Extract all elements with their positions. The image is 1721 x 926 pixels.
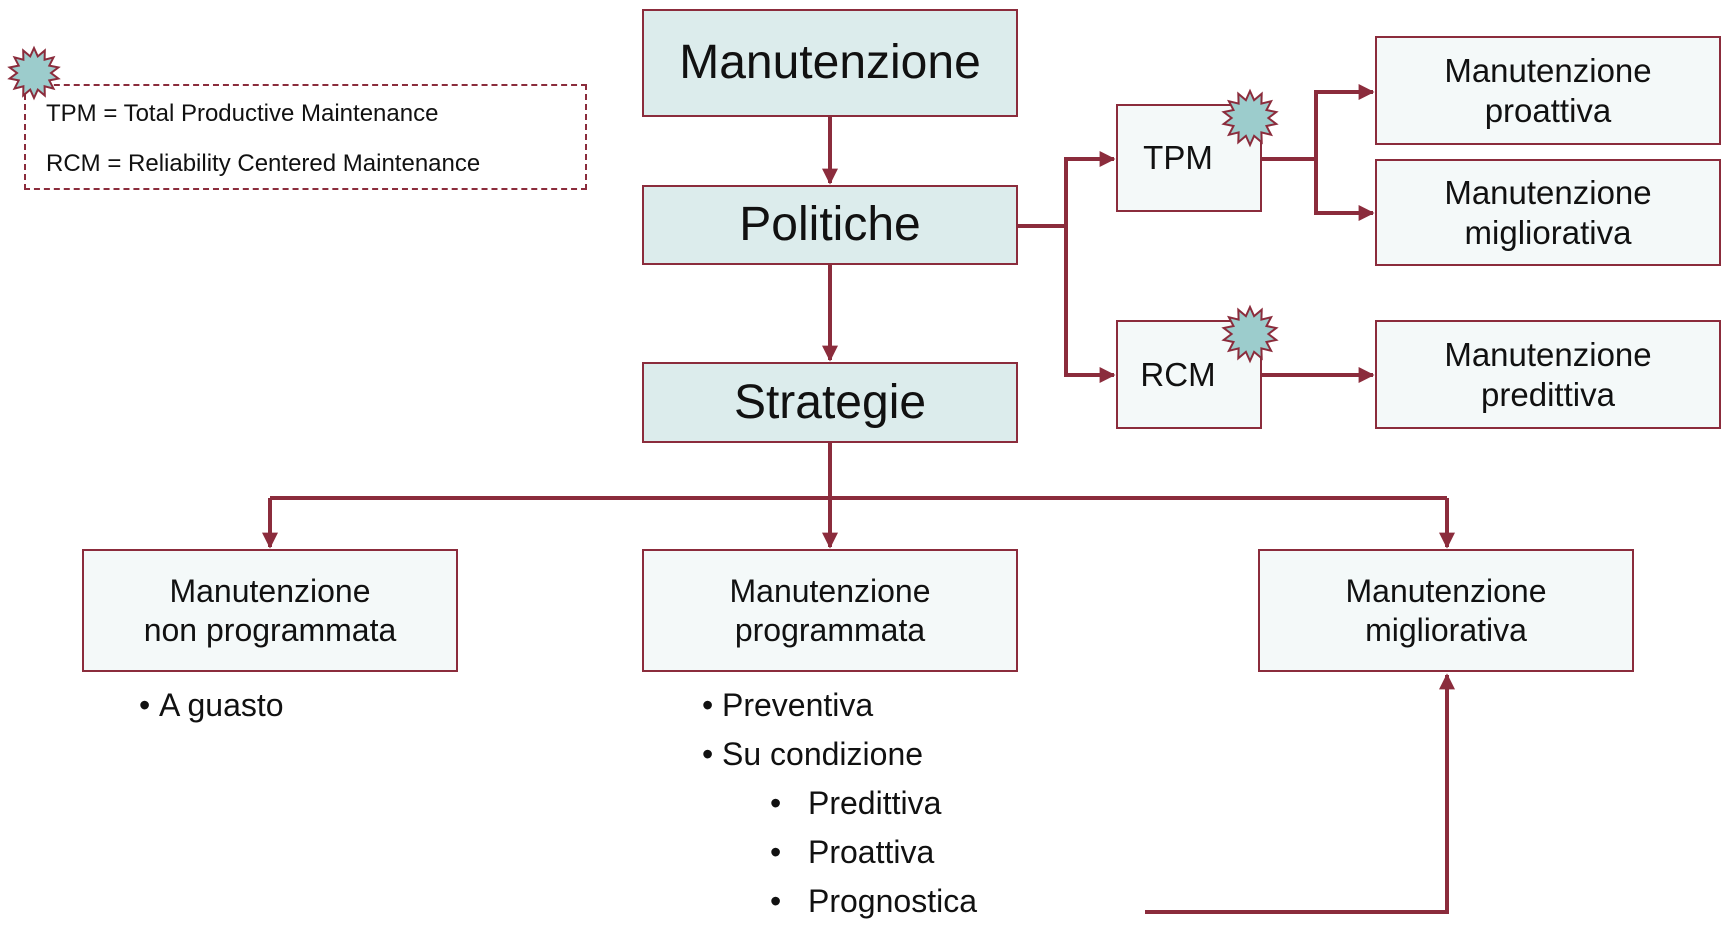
box-politiche: Politiche [642, 185, 1018, 265]
list-item-text: Su condizione [722, 736, 924, 772]
starburst-icon [1221, 304, 1279, 364]
box-non-programmata-label: Manutenzione non programmata [143, 573, 397, 648]
bullet-icon: • [702, 736, 714, 772]
list-item: •Su condizione [702, 730, 977, 779]
starburst-icon [7, 45, 61, 101]
list-item-text: Prognostica [808, 883, 977, 919]
starburst-icon [1221, 88, 1279, 148]
connector-to-tpm [1064, 151, 1116, 226]
connector-to-rcm [1064, 226, 1116, 383]
box-migliorativa-label: Manutenzione migliorativa [1345, 573, 1547, 648]
list-item-text: A guasto [159, 687, 284, 723]
box-strategie: Strategie [642, 362, 1018, 443]
box-programmata: Manutenzione programmata [642, 549, 1018, 672]
box-politiche-label: Politiche [739, 198, 921, 252]
box-manutenzione: Manutenzione [642, 9, 1018, 117]
box-predittiva-label: Manutenzione predittiva [1444, 335, 1652, 413]
list-item: • Proattiva [702, 828, 977, 877]
box-rcm-label: RCM [1140, 355, 1216, 393]
connector-to-migliorativa-tpm [1314, 159, 1375, 221]
box-migliorativa-tpm: Manutenzione migliorativa [1375, 159, 1721, 266]
legend-line-tpm: TPM = Total Productive Maintenance [46, 100, 439, 127]
bullet-icon: • [770, 785, 782, 821]
list-item: • Predittiva [702, 779, 977, 828]
box-manutenzione-label: Manutenzione [679, 36, 981, 90]
list-programmata: •Preventiva •Su condizione •Predittiva •… [702, 681, 977, 926]
box-programmata-label: Manutenzione programmata [729, 573, 931, 648]
legend-box: TPM = Total Productive Maintenance RCM =… [24, 84, 587, 190]
bullet-icon: • [770, 834, 782, 870]
box-non-programmata: Manutenzione non programmata [82, 549, 458, 672]
box-proattiva: Manutenzione proattiva [1375, 36, 1721, 145]
box-tpm-label: TPM [1143, 139, 1213, 177]
list-non-programmata: •A guasto [139, 681, 284, 730]
legend-line-rcm: RCM = Reliability Centered Maintenance [46, 150, 481, 177]
box-proattiva-label: Manutenzione proattiva [1444, 51, 1652, 129]
list-item-text: Preventiva [722, 687, 874, 723]
box-strategie-label: Strategie [733, 375, 927, 429]
list-item-text: Predittiva [808, 785, 942, 821]
bullet-icon: • [702, 687, 714, 723]
box-migliorativa: Manutenzione migliorativa [1258, 549, 1634, 672]
bullet-icon: • [770, 883, 782, 919]
list-item: •Preventiva [702, 681, 977, 730]
connector-prognostica-feedback [1145, 673, 1455, 914]
list-item: • Prognostica [702, 877, 977, 926]
connector-to-proattiva [1314, 84, 1375, 159]
bullet-icon: • [139, 687, 151, 723]
box-predittiva: Manutenzione predittiva [1375, 320, 1721, 429]
box-migliorativa-tpm-label: Manutenzione migliorativa [1444, 173, 1652, 251]
list-item: •A guasto [139, 681, 284, 730]
list-item-text: Proattiva [808, 834, 935, 870]
